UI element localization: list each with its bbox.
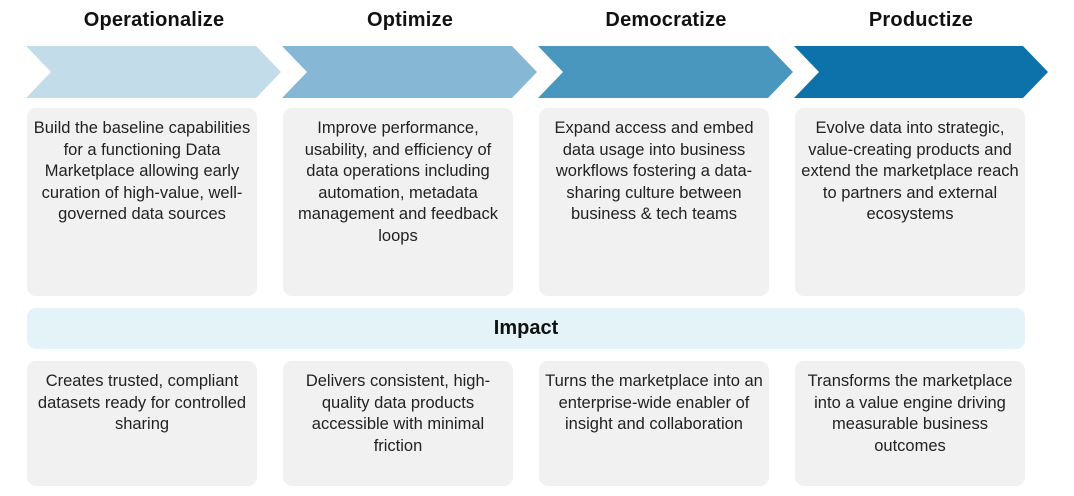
chevron-arrow-optimize <box>282 46 537 98</box>
impact-text: Creates trusted, compliant datasets read… <box>37 372 247 434</box>
impact-text: Transforms the marketplace into a value … <box>807 372 1013 455</box>
stage-description-productize: Evolve data into strategic, value-creati… <box>795 108 1025 296</box>
impact-box-operationalize: Creates trusted, compliant datasets read… <box>27 361 257 486</box>
impact-box-productize: Transforms the marketplace into a value … <box>795 361 1025 486</box>
description-text: Improve performance, usability, and effi… <box>298 119 498 245</box>
impact-text: Turns the marketplace into an enterprise… <box>545 372 763 434</box>
description-text: Expand access and embed data usage into … <box>554 119 754 224</box>
chevron-arrow-democratize <box>538 46 793 98</box>
impact-box-democratize: Turns the marketplace into an enterprise… <box>539 361 769 486</box>
impact-box-optimize: Delivers consistent, high-quality data p… <box>283 361 513 486</box>
stage-description-operationalize: Build the baseline capabilities for a fu… <box>27 108 257 296</box>
stage-chevron-arrows <box>26 46 1048 98</box>
impact-text: Delivers consistent, high-quality data p… <box>305 372 491 455</box>
stage-title-optimize: Optimize <box>366 9 454 31</box>
description-text: Build the baseline capabilities for a fu… <box>33 119 251 224</box>
description-text: Evolve data into strategic, value-creati… <box>801 119 1019 224</box>
chevron-arrow-operationalize <box>26 46 281 98</box>
impact-header-bar: Impact <box>27 308 1025 349</box>
stage-description-democratize: Expand access and embed data usage into … <box>539 108 769 296</box>
stage-title-democratize: Democratize <box>605 9 727 31</box>
chevron-arrow-productize <box>794 46 1048 98</box>
stage-description-optimize: Improve performance, usability, and effi… <box>283 108 513 296</box>
stage-title-productize: Productize <box>868 9 974 31</box>
impact-header-label: Impact <box>493 317 559 339</box>
stage-title-operationalize: Operationalize <box>83 9 225 31</box>
